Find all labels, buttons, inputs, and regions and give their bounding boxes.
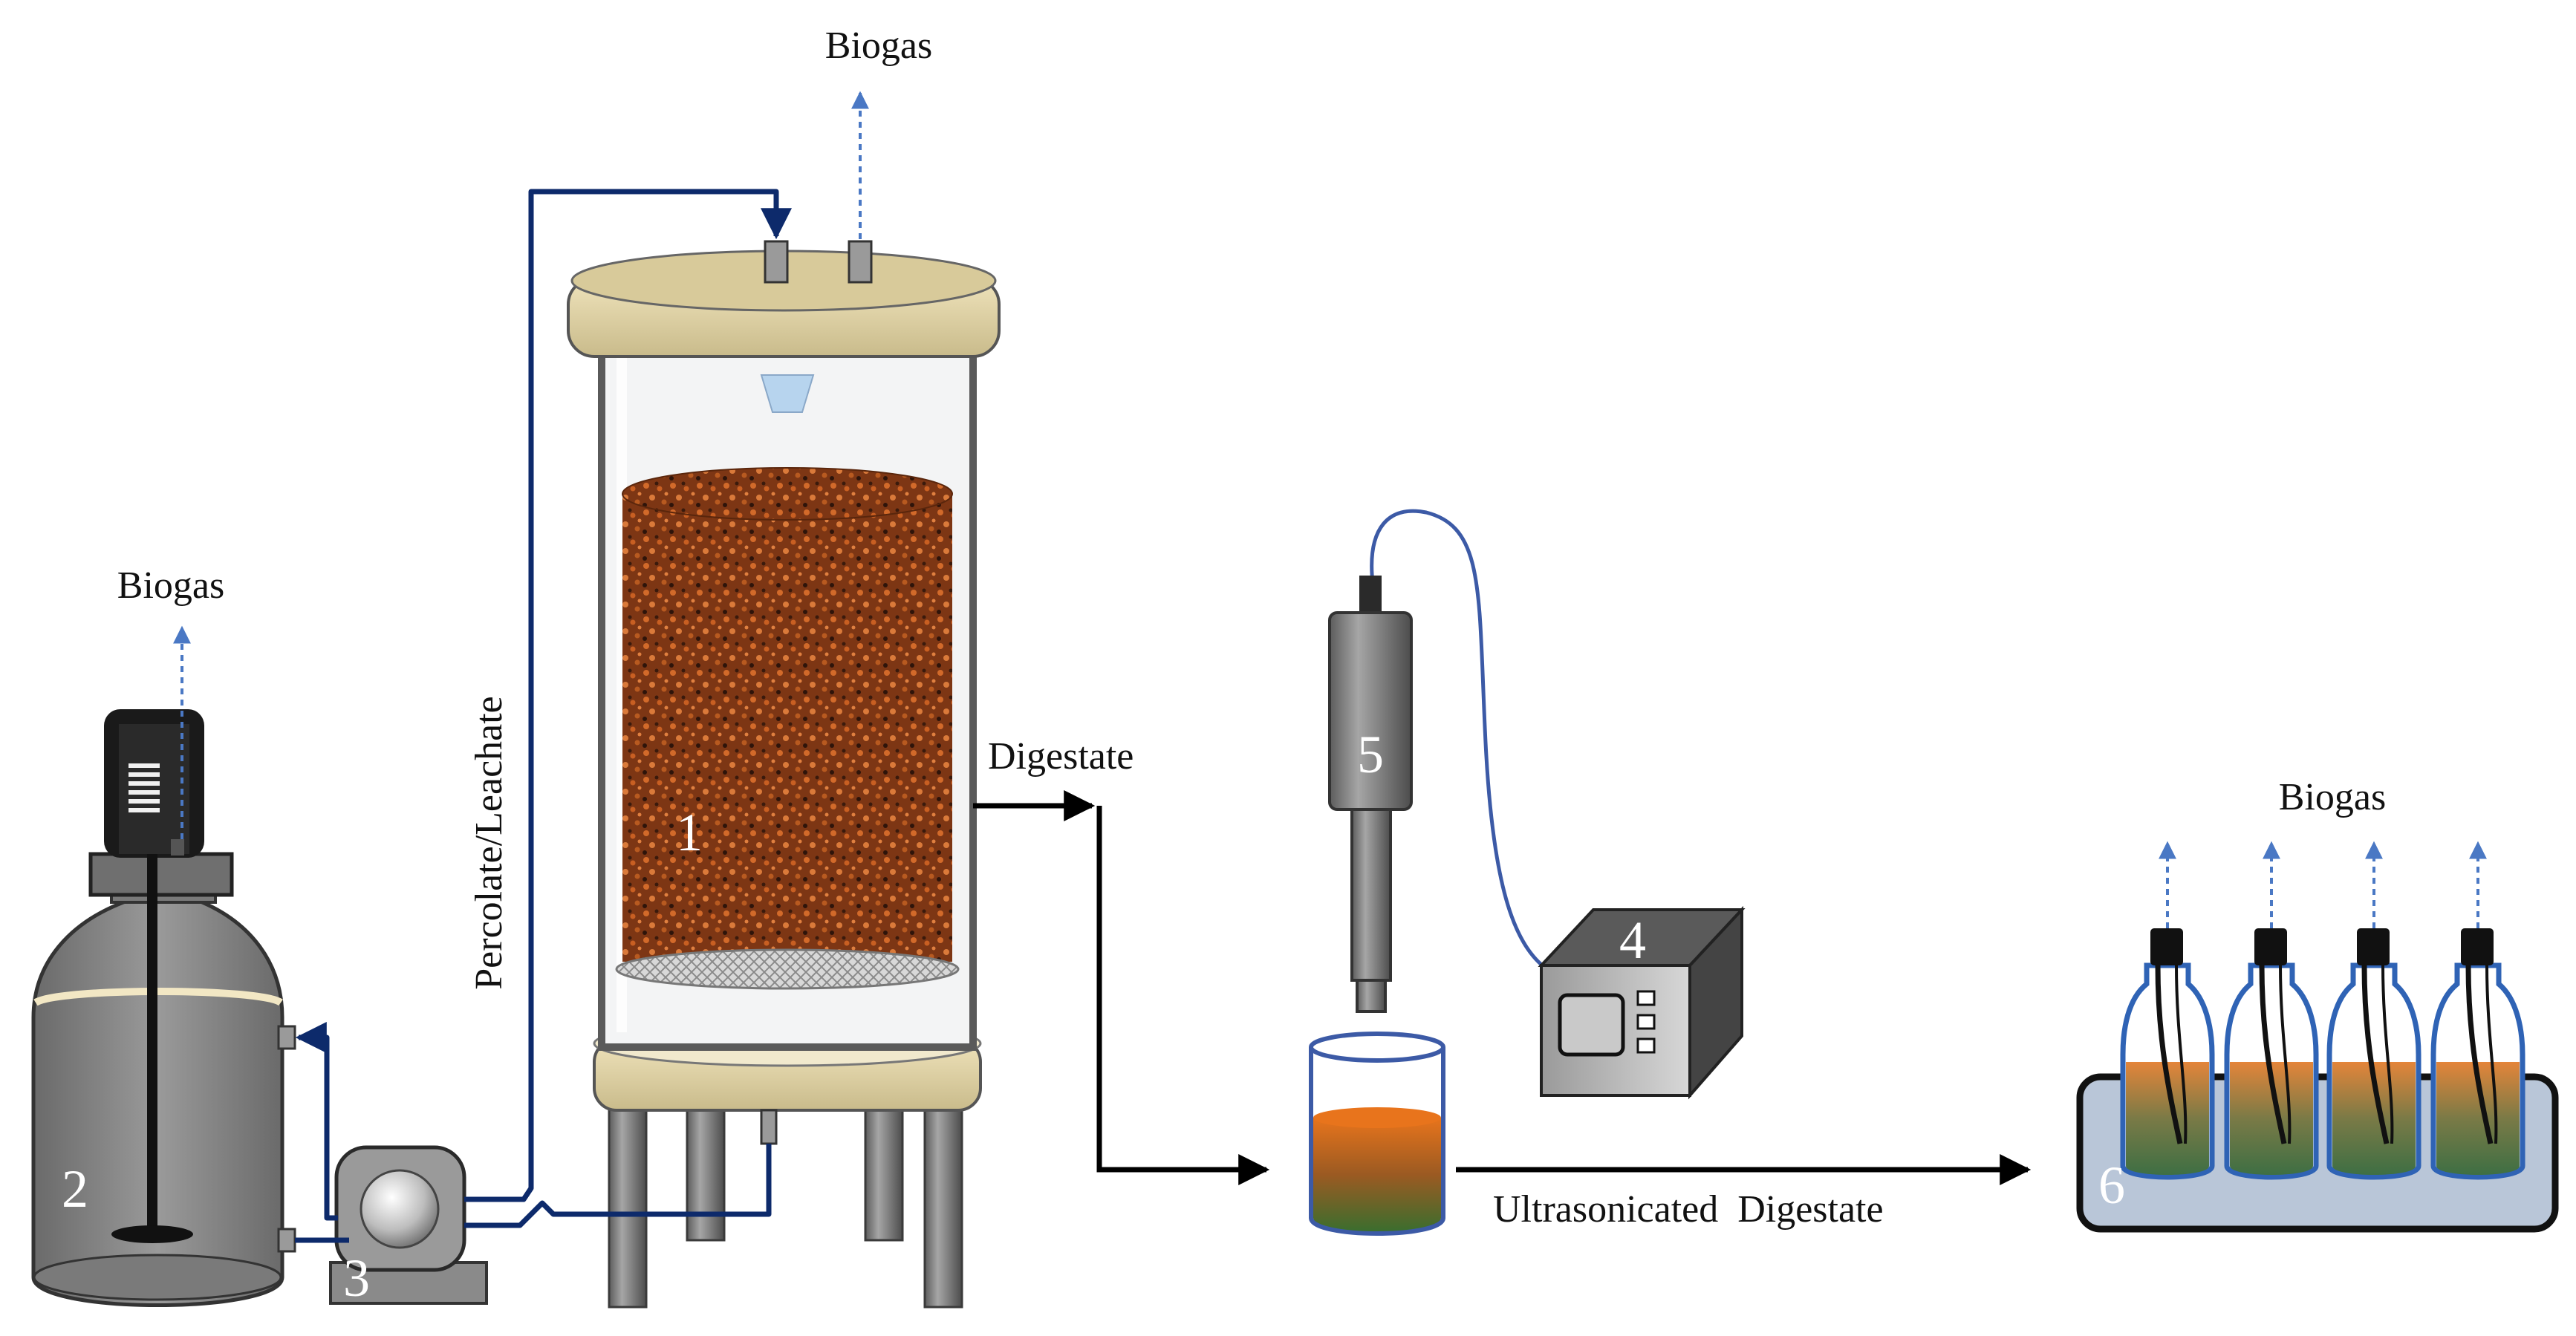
biogas-label-reactor: Biogas: [825, 25, 932, 67]
serum-bottle: [2326, 928, 2421, 1180]
bath-number: 6: [2098, 1156, 2125, 1215]
serum-bottle: [2120, 928, 2215, 1180]
biogas-label-bath: Biogas: [2279, 776, 2386, 818]
percolate-label: Percolate/Leachate: [468, 696, 510, 990]
tank-outlet-port: [277, 1228, 296, 1253]
sprinkler-nozzle: [760, 374, 815, 413]
ultrasonic-generator: 4: [1538, 905, 1746, 1100]
substrate-bed: [622, 494, 952, 962]
probe-cable: [1370, 509, 1554, 975]
generator-button: [1636, 990, 1656, 1006]
probe-tip: [1356, 979, 1387, 1013]
reactor-number: 1: [676, 803, 703, 862]
sieve-plate: [615, 948, 960, 990]
pump-number: 3: [343, 1248, 370, 1308]
generator-button: [1636, 1037, 1656, 1054]
digestate-label: Digestate: [988, 735, 1133, 778]
motor-coil: [129, 763, 160, 812]
serum-bottle: [2224, 928, 2319, 1180]
generator-number: 4: [1619, 910, 1646, 970]
leach-bed-reactor: 1: [567, 240, 1001, 1309]
biogas-outlets: [173, 91, 2487, 928]
leachate-tank: 2: [31, 709, 296, 1307]
ultrasonic-probe: 5: [1328, 509, 1554, 1013]
recirculation-pipes: [295, 189, 792, 1243]
digestate-beaker: [1309, 1032, 1445, 1236]
tank-number: 2: [62, 1159, 88, 1219]
beaker-liquid: [1313, 1118, 1441, 1232]
tank-cap: [88, 852, 234, 897]
digestate-flow: [973, 790, 2032, 1185]
reactor-leg: [923, 1098, 963, 1309]
gas-port: [848, 240, 873, 284]
inlet-port: [764, 240, 789, 284]
biogas-label-tank: Biogas: [117, 564, 224, 607]
ultrasonicated-label: Ultrasonicated Digestate: [1493, 1188, 1884, 1231]
stirrer-blade: [111, 1225, 193, 1243]
reactor-leg: [864, 1098, 904, 1242]
peristaltic-pump: 3: [329, 1145, 488, 1308]
stirrer-shaft: [147, 854, 157, 1233]
pump-rotor: [360, 1169, 440, 1249]
tank-inlet-port: [277, 1025, 296, 1050]
generator-screen: [1558, 993, 1625, 1057]
generator-button: [1636, 1014, 1656, 1030]
reactor-leg: [608, 1098, 648, 1309]
sonicator-number: 5: [1357, 725, 1384, 784]
bmp-water-bath: 6: [2076, 928, 2559, 1233]
reactor-leg: [686, 1098, 726, 1242]
tank-body: [31, 896, 284, 1307]
serum-bottle: [2430, 928, 2525, 1180]
beaker-glass: [1309, 1047, 1445, 1236]
probe-horn: [1350, 808, 1392, 982]
